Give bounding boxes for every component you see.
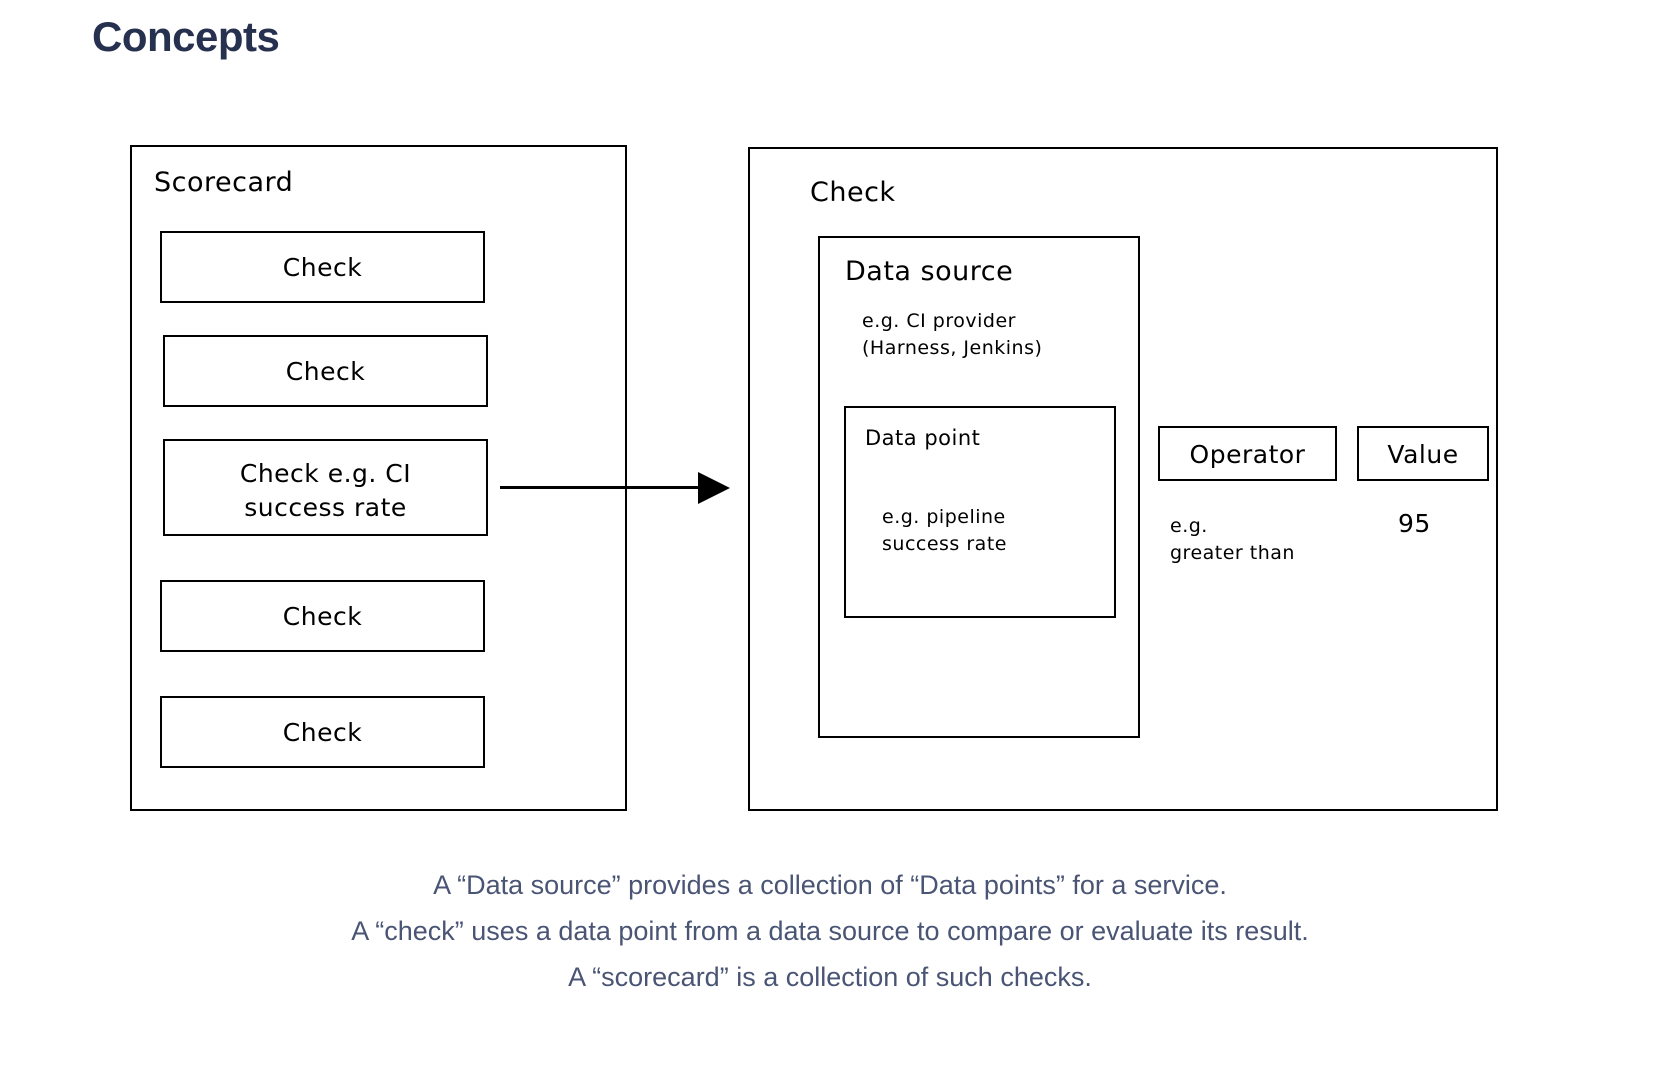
check-item-2[interactable]: Check [163,335,488,407]
check-detail-label: Check [810,177,896,208]
check-item-1[interactable]: Check [160,231,485,303]
check-detail-panel: Check Data source e.g. CI provider (Harn… [748,147,1498,811]
check-item-1-label: Check [282,253,363,282]
data-point-example: e.g. pipeline success rate [882,506,1007,555]
data-point-label: Data point [865,426,981,450]
scorecard-to-check-arrow-head [698,472,730,504]
operator-example: e.g. greater than [1170,515,1295,564]
page-title: Concepts [92,13,280,60]
check-item-5-label: Check [282,718,363,747]
value-box[interactable]: Value [1357,426,1489,481]
data-point-box[interactable]: Data point e.g. pipeline success rate [844,406,1116,618]
check-item-2-label: Check [285,357,366,386]
scorecard-to-check-arrow-shaft [500,486,700,489]
check-item-5[interactable]: Check [160,696,485,768]
caption-line-1: A “Data source” provides a collection of… [433,870,1227,900]
value-example: 95 [1398,509,1431,538]
caption-line-3: A “scorecard” is a collection of such ch… [568,962,1092,992]
caption-block: A “Data source” provides a collection of… [0,862,1660,1000]
check-item-3-label: Check e.g. CI success rate [239,459,412,522]
operator-box[interactable]: Operator [1158,426,1337,481]
data-source-label: Data source [845,256,1014,287]
check-item-4[interactable]: Check [160,580,485,652]
value-label: Value [1387,440,1459,469]
check-item-3[interactable]: Check e.g. CI success rate [163,439,488,536]
scorecard-container: Scorecard Check Check Check e.g. CI succ… [130,145,627,811]
data-source-example: e.g. CI provider (Harness, Jenkins) [862,310,1043,359]
data-source-box[interactable]: Data source e.g. CI provider (Harness, J… [818,236,1140,738]
check-item-4-label: Check [282,602,363,631]
operator-label: Operator [1189,440,1306,469]
caption-line-2: A “check” uses a data point from a data … [351,916,1309,946]
scorecard-label: Scorecard [154,167,294,198]
